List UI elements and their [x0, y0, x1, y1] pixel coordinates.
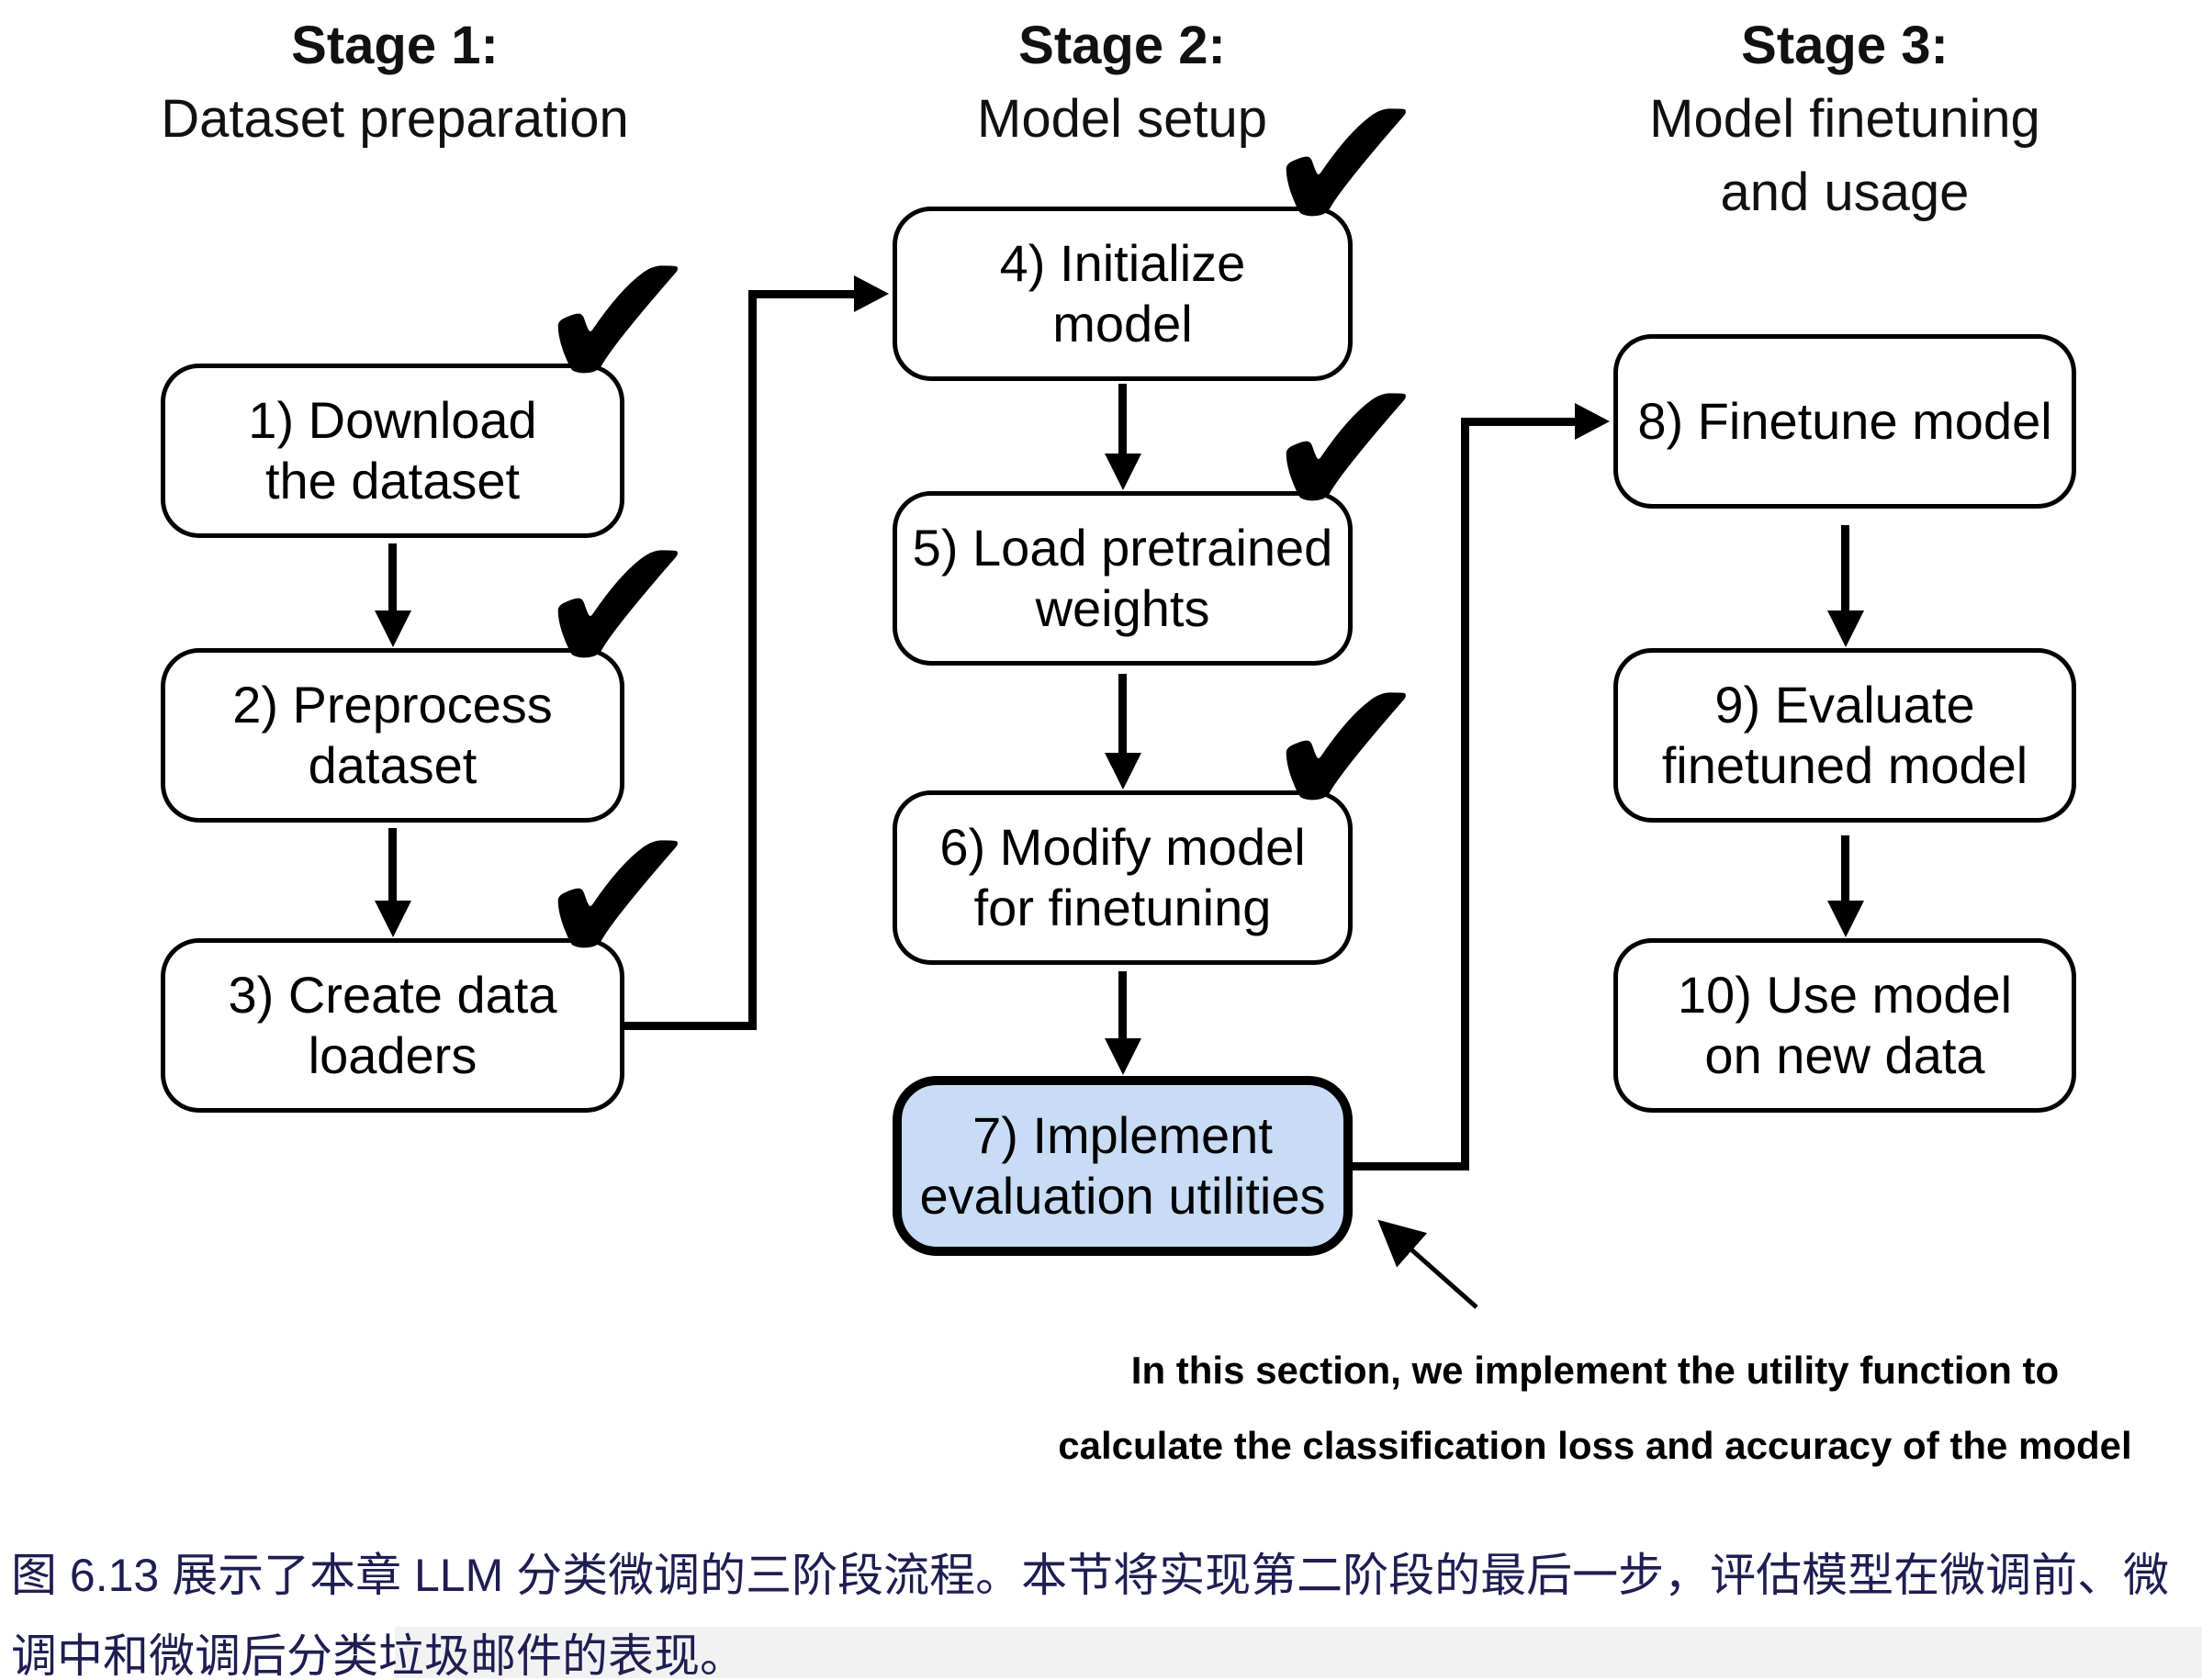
arrow-box5-to-box6	[1104, 674, 1141, 790]
box-label: 8) Finetune model	[1637, 392, 2052, 450]
arrowhead-right-icon	[854, 275, 889, 312]
stage-1-title: Stage 1:	[291, 16, 499, 75]
connector-box3-to-box4-vertical	[748, 290, 757, 1030]
flow-box-5-load-pretrained-weights: 5) Load pretrained weights ✔	[893, 351, 1429, 666]
flow-box-3-create-data-loaders: 3) Create data loaders ✔	[161, 798, 701, 1113]
stage-1-subtitle: Dataset preparation	[161, 89, 629, 149]
flow-box-4-initialize-model: 4) Initialize model ✔	[893, 66, 1429, 381]
arrow-box6-to-box7	[1104, 971, 1141, 1075]
box-label: 2) Preprocess dataset	[232, 676, 553, 794]
arrow-box8-to-box9	[1826, 525, 1864, 647]
checkmark-icon: ✔	[534, 207, 701, 437]
arrowhead-down-icon	[1826, 901, 1864, 937]
flow-box-10-use-model-on-new-data: 10) Use model on new data	[1613, 938, 2076, 1113]
box-label: 1) Download the dataset	[248, 391, 537, 510]
arrowhead-right-icon	[1575, 403, 1610, 440]
flow-box-6-modify-model-for-finetuning: 6) Modify model for finetuning ✔	[893, 650, 1429, 965]
box-label: 9) Evaluate finetuned model	[1661, 676, 2028, 794]
arrow-box9-to-box10	[1826, 835, 1864, 937]
annotation-text: In this section, we implement the utilit…	[1058, 1349, 2132, 1467]
annotation-arrow-icon	[1377, 1219, 1478, 1309]
box-label: 7) Implement evaluation utilities	[919, 1106, 1326, 1225]
arrowhead-down-icon	[1104, 454, 1141, 490]
connector-box3-to-box4-horizontal-bottom	[624, 1022, 757, 1030]
connector-box7-to-box8-horizontal-bottom	[1353, 1162, 1469, 1170]
box-label: 6) Modify model for finetuning	[939, 818, 1306, 936]
connector-box3-to-box4-horizontal-top	[748, 290, 854, 298]
arrowhead-down-icon	[1104, 753, 1141, 790]
box-label: 5) Load pretrained weights	[912, 519, 1333, 637]
flow-box-9-evaluate-finetuned-model: 9) Evaluate finetuned model	[1613, 648, 2076, 823]
stage-3-header: Stage 3: Model finetuning and usage	[1477, 9, 2202, 230]
arrowhead-down-icon	[374, 901, 411, 937]
flow-box-7-implement-evaluation-utilities: 7) Implement evaluation utilities	[893, 1076, 1353, 1256]
arrowhead-down-icon	[1826, 610, 1864, 647]
figure-caption: 图 6.13 展示了本章 LLM 分类微调的三阶段流程。本节将实现第二阶段的最后…	[11, 1550, 2170, 1680]
stage-2-subtitle: Model setup	[977, 89, 1267, 149]
arrowhead-down-icon	[374, 610, 411, 647]
stage-3-subtitle: Model finetuning and usage	[1649, 89, 2040, 222]
flow-box-1-download-dataset: 1) Download the dataset ✔	[161, 223, 701, 538]
connector-box7-to-box8-vertical	[1461, 418, 1469, 1170]
stage-2-header: Stage 2: Model setup	[755, 9, 1489, 156]
box-label: 10) Use model on new data	[1677, 966, 2013, 1084]
connector-box7-to-box8-horizontal-top	[1461, 418, 1575, 426]
arrow-box1-to-box2	[374, 543, 411, 647]
arrow-box2-to-box3	[374, 828, 411, 937]
stage-3-title: Stage 3:	[1741, 16, 1949, 75]
box-label: 3) Create data loaders	[228, 966, 557, 1084]
caption-highlight-band	[395, 1627, 2202, 1678]
box-label: 4) Initialize model	[999, 234, 1246, 353]
arrowhead-down-icon	[1104, 1038, 1141, 1075]
arrow-box4-to-box5	[1104, 384, 1141, 490]
flow-box-8-finetune-model: 8) Finetune model	[1613, 334, 2076, 509]
stage-1-header: Stage 1: Dataset preparation	[28, 9, 762, 156]
checkmark-icon: ✔	[534, 781, 701, 1012]
stage-2-title: Stage 2:	[1018, 16, 1226, 75]
flow-box-2-preprocess-dataset: 2) Preprocess dataset ✔	[161, 508, 701, 823]
